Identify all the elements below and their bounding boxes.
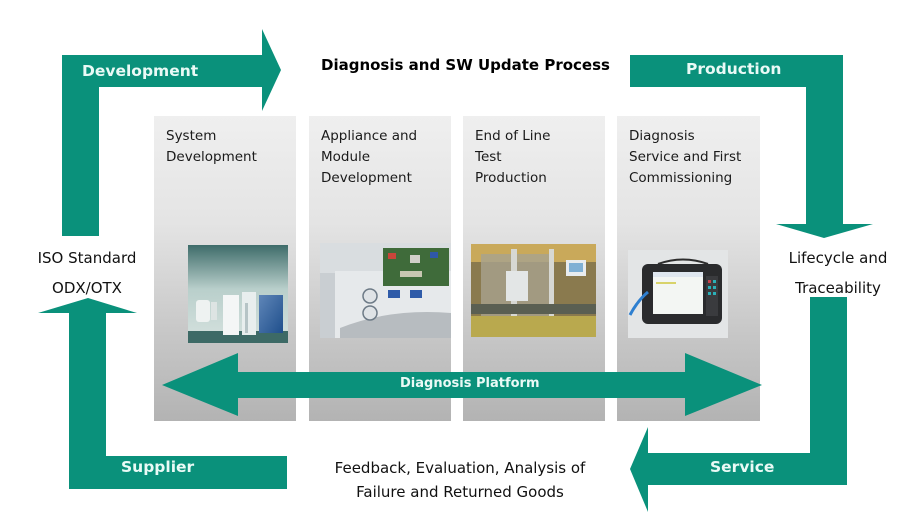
production-arrow — [630, 55, 873, 238]
service-arrow — [630, 297, 847, 512]
service-label: Service — [710, 458, 775, 476]
panel-title: System Development — [166, 128, 257, 165]
lifecycle-line2: Traceability — [795, 279, 881, 297]
production-line-image — [471, 244, 596, 337]
diagnosis-platform-arrow — [162, 353, 762, 416]
iso-standard-label: ISO Standard ODX/OTX — [22, 243, 152, 303]
diagram-title: Diagnosis and SW Update Process — [321, 56, 610, 74]
diagnostic-tablet-image — [628, 250, 728, 338]
panel-title: End of Line Test Production — [475, 128, 551, 186]
feedback-line2: Failure and Returned Goods — [356, 483, 564, 501]
feedback-line1: Feedback, Evaluation, Analysis of — [334, 459, 586, 477]
panel-title: Diagnosis Service and First Commissionin… — [629, 128, 742, 186]
development-arrow — [62, 29, 281, 236]
diagnosis-platform-label: Diagnosis Platform — [400, 376, 540, 391]
lifecycle-label: Lifecycle and Traceability — [768, 243, 908, 303]
supplier-label: Supplier — [121, 458, 195, 476]
boiler-control-module-image — [320, 243, 451, 338]
lifecycle-line1: Lifecycle and — [788, 249, 888, 267]
development-label: Development — [82, 62, 199, 80]
iso-standard-line2: ODX/OTX — [52, 279, 122, 297]
heating-system-products-image — [188, 245, 288, 343]
feedback-label: Feedback, Evaluation, Analysis of Failur… — [300, 456, 620, 504]
production-label: Production — [686, 60, 782, 78]
supplier-arrow — [38, 298, 287, 489]
panel-title: Appliance and Module Development — [321, 128, 418, 186]
iso-standard-line1: ISO Standard — [37, 249, 137, 267]
